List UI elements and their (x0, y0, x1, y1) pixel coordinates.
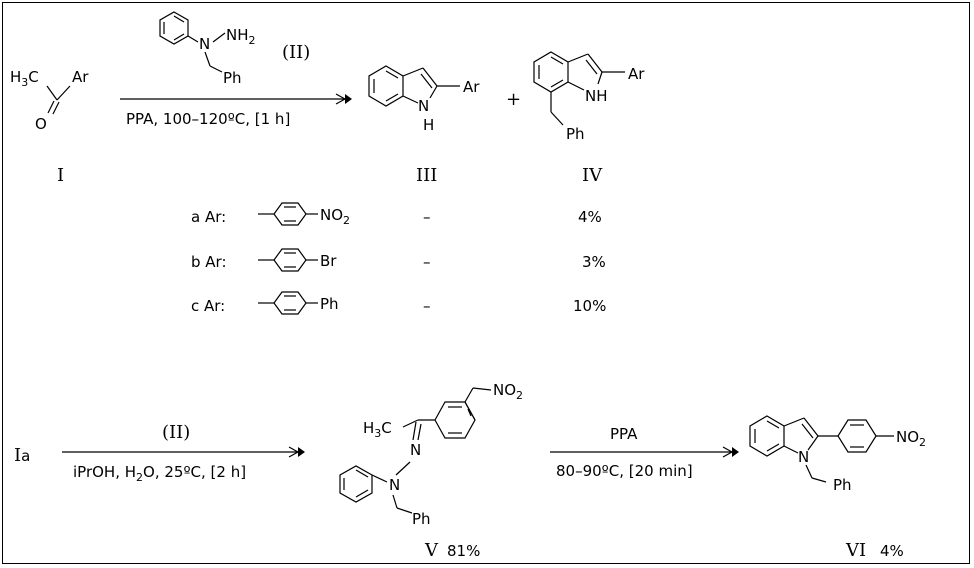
svg-text:Ph: Ph (320, 295, 339, 313)
yield-VI: 4% (880, 542, 904, 560)
svg-text:N: N (410, 441, 421, 459)
svg-text:Ar: Ar (463, 78, 480, 96)
compound-label-I: I (57, 165, 64, 186)
svg-text:Ar: Ar (72, 68, 89, 86)
compound-label-VI: VI (845, 540, 866, 561)
svg-text:N: N (199, 35, 210, 53)
svg-text:N: N (389, 476, 400, 494)
svg-text:Ph: Ph (566, 125, 585, 143)
svg-text:H: H (423, 116, 434, 134)
svg-text:NO2: NO2 (320, 206, 350, 227)
svg-text:b Ar:: b Ar: (191, 253, 227, 271)
svg-text:H3C: H3C (10, 68, 39, 89)
product-IV: Ar NH Ph IV (533, 51, 645, 186)
reagent-label-II: (II) (282, 42, 310, 63)
svg-text:NH2: NH2 (226, 26, 256, 47)
svg-text:Ia: Ia (14, 445, 30, 466)
svg-text:Ph: Ph (223, 69, 242, 87)
product-V: H3C NO2 N N Ph V 81% (339, 381, 523, 561)
svg-text:10%: 10% (573, 297, 606, 315)
plus-sign: + (506, 89, 521, 110)
svg-text:3%: 3% (582, 253, 606, 271)
svg-text:PPA: PPA (610, 425, 638, 443)
svg-text:4%: 4% (578, 208, 602, 226)
svg-text:–: – (423, 208, 431, 226)
svg-text:NH: NH (585, 87, 608, 105)
svg-text:NO2: NO2 (896, 428, 926, 449)
product-III: Ar N H III (368, 65, 480, 186)
substituent-row-b: b Ar: Br – 3% (191, 248, 606, 272)
compound-label-IV: IV (582, 165, 603, 186)
reaction-arrow-2: (II) iPrOH, H2O, 25ºC, [2 h] (62, 422, 305, 484)
start-Ia: Ia (14, 445, 30, 466)
reaction-arrow-1: PPA, 100–120ºC, [1 h] (120, 93, 352, 128)
reaction-arrow-3: PPA 80–90ºC, [20 min] (550, 425, 739, 480)
svg-text:O: O (35, 115, 47, 133)
svg-text:c Ar:: c Ar: (191, 297, 225, 315)
product-VI: N Ph NO2 VI 4% (749, 415, 926, 561)
yield-V: 81% (447, 542, 480, 560)
svg-text:Ar: Ar (628, 65, 645, 83)
reagent-II: N NH2 Ph (II) (159, 11, 310, 87)
reagent-label-II-2: (II) (162, 422, 190, 443)
svg-text:80–90ºC, [20 min]: 80–90ºC, [20 min] (556, 462, 693, 480)
reactant-I: H3C Ar O I (10, 68, 89, 186)
svg-text:Br: Br (320, 252, 337, 270)
svg-text:iPrOH, H2O, 25ºC, [2 h]: iPrOH, H2O, 25ºC, [2 h] (73, 463, 246, 484)
svg-text:–: – (423, 297, 431, 315)
compound-label-V: V (424, 540, 439, 561)
substituent-row-a: a Ar: NO2 – 4% (191, 202, 602, 227)
svg-text:N: N (798, 448, 809, 466)
conditions-1: PPA, 100–120ºC, [1 h] (126, 110, 290, 128)
svg-text:H3C: H3C (363, 419, 392, 440)
svg-text:Ph: Ph (412, 510, 431, 528)
svg-text:N: N (418, 97, 429, 115)
svg-text:a Ar:: a Ar: (191, 208, 226, 226)
compound-label-III: III (416, 165, 437, 186)
substituent-row-c: c Ar: Ph – 10% (191, 291, 606, 315)
svg-text:NO2: NO2 (493, 381, 523, 402)
svg-text:Ph: Ph (833, 476, 852, 494)
svg-text:–: – (423, 253, 431, 271)
